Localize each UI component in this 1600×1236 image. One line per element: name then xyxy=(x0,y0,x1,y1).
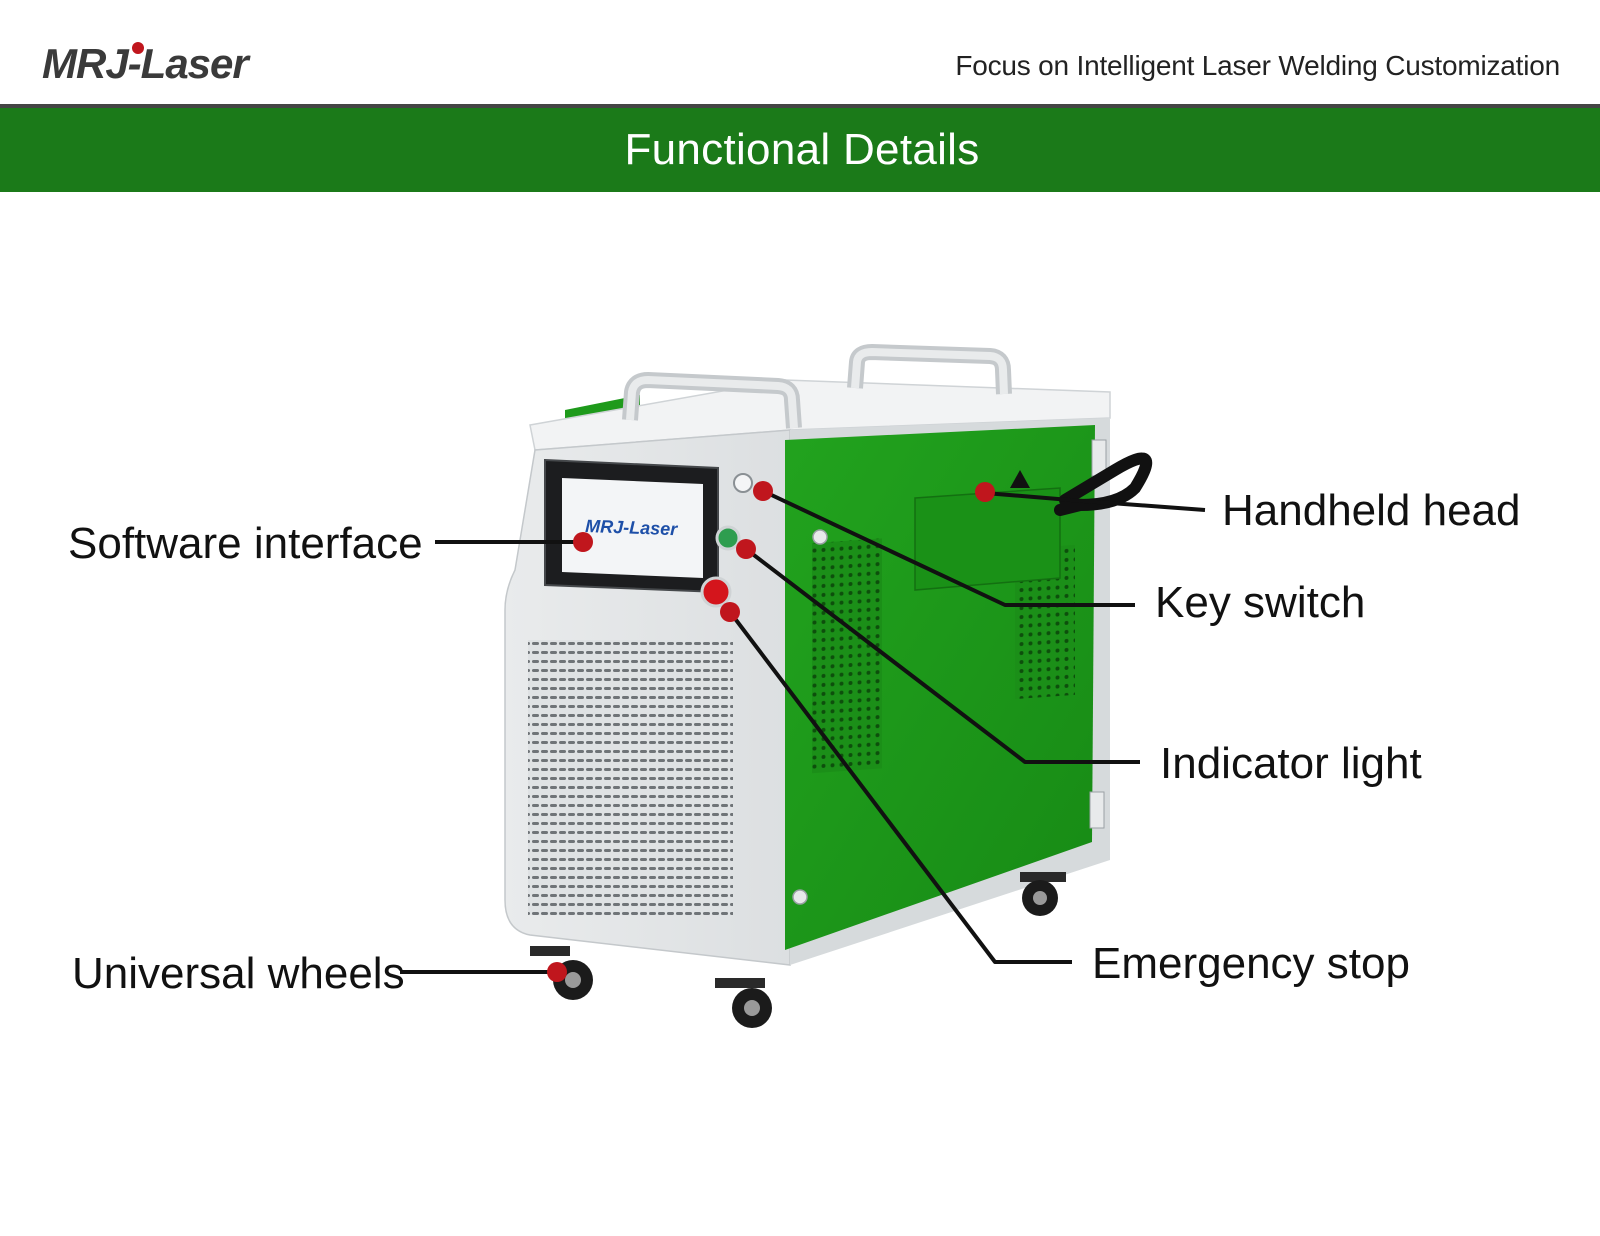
label-universal-wheels: Universal wheels xyxy=(72,949,405,998)
brand-logo-dot xyxy=(132,42,144,54)
caster-rear-right xyxy=(1020,872,1066,916)
side-screw-bottom xyxy=(792,889,808,905)
marker-universal-wheels xyxy=(547,962,567,982)
caster-front-right xyxy=(715,978,772,1028)
handheld-head-holder xyxy=(914,487,1061,591)
label-emergency-stop: Emergency stop xyxy=(1092,939,1410,988)
page-header: MRJ-Laser Focus on Intelligent Laser Wel… xyxy=(0,0,1600,104)
header-tagline: Focus on Intelligent Laser Welding Custo… xyxy=(955,50,1560,81)
carry-handle-front xyxy=(622,372,802,429)
touch-screen-display xyxy=(562,478,703,578)
label-indicator-light: Indicator light xyxy=(1160,739,1422,788)
side-vent-right xyxy=(1015,544,1075,700)
callout-line-indicator-light xyxy=(744,547,1140,764)
side-vent-left xyxy=(812,538,882,774)
key-switch-knob xyxy=(733,473,753,493)
carry-handle-rear xyxy=(847,344,1012,395)
handheld-head-nozzle xyxy=(1010,470,1030,488)
label-software-interface: Software interface xyxy=(68,519,423,568)
callout-line-emergency-stop xyxy=(728,610,1072,964)
header-divider xyxy=(0,104,1600,108)
label-handheld-head: Handheld head xyxy=(1222,486,1520,535)
label-key-switch: Key switch xyxy=(1155,578,1365,627)
door-hinge-bottom xyxy=(1089,791,1105,829)
marker-indicator-light xyxy=(736,539,756,559)
marker-software-interface xyxy=(573,532,593,552)
marker-emergency-stop xyxy=(720,602,740,622)
section-banner: Functional Details xyxy=(0,108,1600,192)
section-title: Functional Details xyxy=(624,125,980,174)
screen-logo-text: MRJ-Laser xyxy=(585,516,679,539)
indicator-light-lamp xyxy=(715,525,741,551)
callout-line-handheld-head xyxy=(984,491,1206,512)
marker-handheld-head xyxy=(975,482,995,502)
emergency-stop-button xyxy=(700,576,732,608)
brand-logo-text: MRJ-Laser xyxy=(42,40,251,87)
marker-key-switch xyxy=(753,481,773,501)
callout-line-key-switch xyxy=(762,489,1135,607)
front-vent-grille xyxy=(528,640,733,915)
side-screw-top xyxy=(812,529,828,545)
brand-logo: MRJ-Laser xyxy=(42,40,252,87)
